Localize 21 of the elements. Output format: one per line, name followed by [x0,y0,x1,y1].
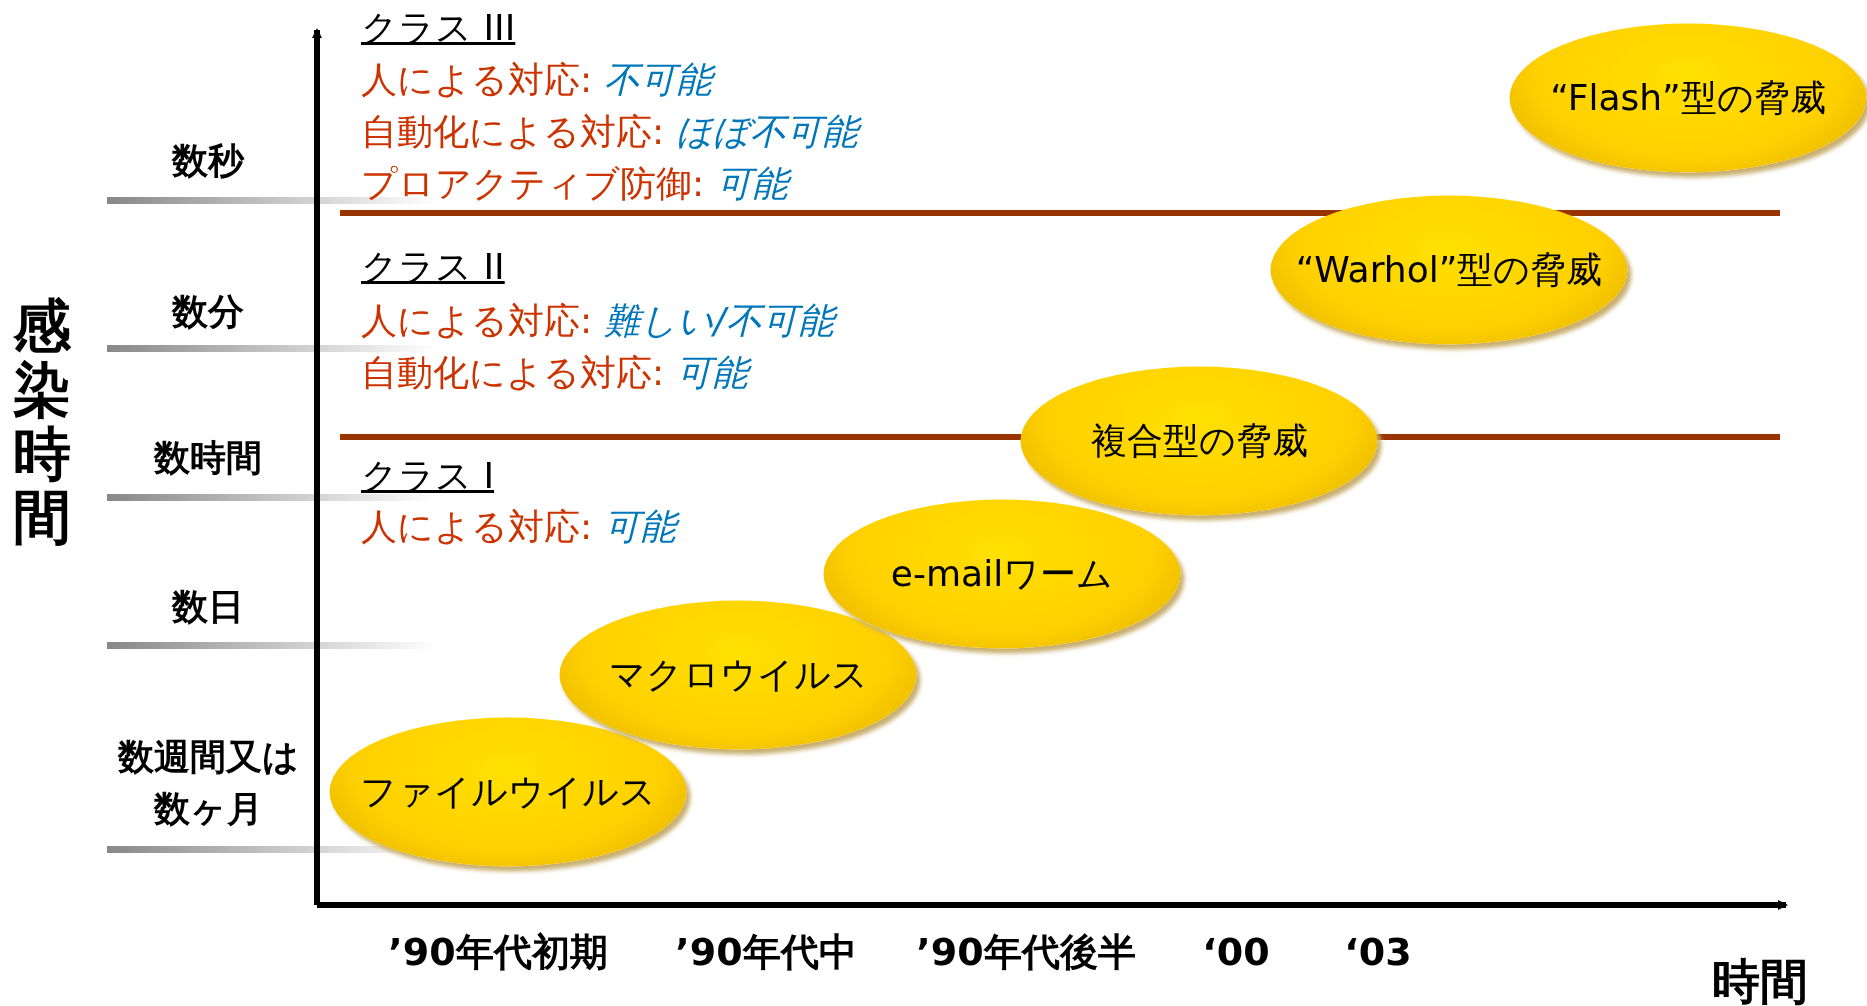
axis-tick-label: 数時間 [152,436,263,480]
axis-tick-label: 数秒 [170,139,246,183]
threat-label: e-mailワーム [890,551,1114,596]
axis-title: 感染時間 [12,295,72,551]
axis-tick-label: ‘03 [1344,930,1412,974]
axis-tick-label: ’90年代後半 [916,928,1136,976]
threat-label: 複合型の脅威 [1090,418,1308,463]
class-heading: クラス I [361,454,495,498]
threat-label: “Flash”型の脅威 [1550,75,1826,120]
axis-title: 時間 [1712,952,1808,1006]
threat-label: ファイルウイルス [360,769,656,814]
class-heading: クラス III [361,6,516,50]
axis-tick-label: ’90年代初期 [388,928,608,976]
axis-tick-label: ’90年代中 [675,928,857,976]
threat-label: “Warhol”型の脅威 [1295,247,1603,292]
axis-tick-label: 数日 [170,585,245,629]
threat-label: マクロウイルス [608,652,868,697]
class-heading: クラス II [361,245,505,289]
axis-tick-label: 数週間又は数ヶ月 [116,735,300,831]
axis-tick-label: ‘00 [1202,930,1270,974]
axis-tick-label: 数分 [170,290,245,334]
